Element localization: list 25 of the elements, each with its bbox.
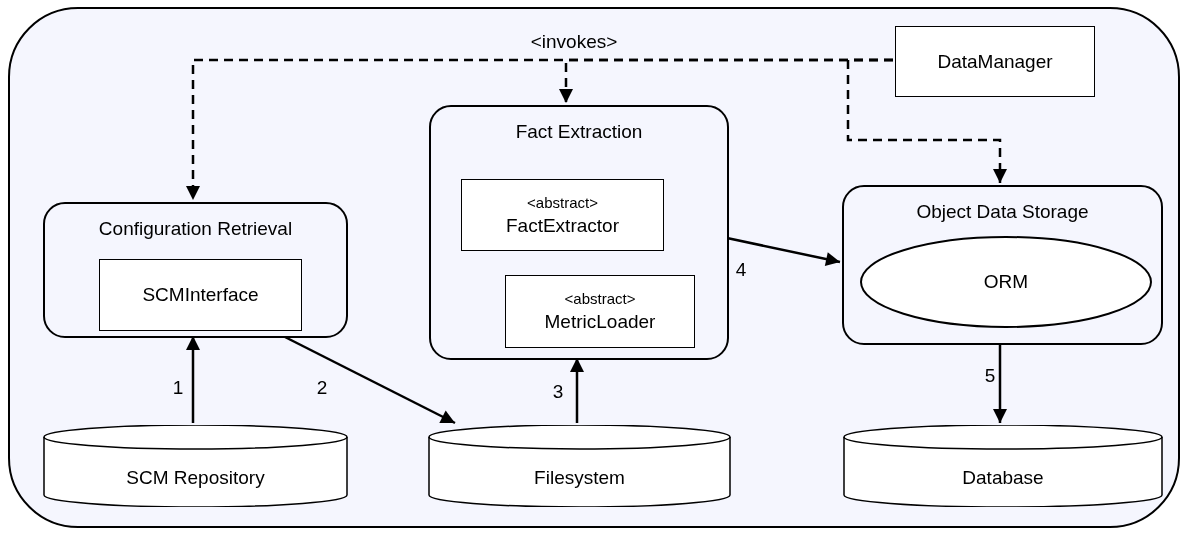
storage-label: Filesystem (534, 467, 625, 489)
dashed-arrow (846, 58, 1007, 183)
class-name: DataManager (937, 50, 1053, 73)
component-title: Fact Extraction (514, 121, 644, 143)
arrow (569, 357, 584, 423)
storage-label: Database (962, 467, 1044, 489)
class-box (895, 26, 1095, 97)
class-name: FactExtractor (506, 214, 619, 237)
component-box (429, 105, 729, 360)
component-title: Configuration Retrieval (97, 218, 294, 240)
component-box (43, 202, 348, 338)
arrow (185, 335, 200, 423)
stereotype-label: <abstract> (527, 193, 598, 211)
stereotype-label: <abstract> (564, 290, 636, 307)
component-label: ORM (983, 271, 1029, 293)
class-name: SCMInterface (142, 284, 259, 306)
class-box (461, 179, 664, 251)
diagram-frame (8, 7, 1180, 528)
class-box (505, 275, 695, 348)
component-title: Object Data Storage (915, 201, 1090, 223)
arrow (992, 342, 1007, 423)
class-box (99, 259, 302, 331)
class-name: MetricLoader (544, 311, 656, 333)
storage-label: SCM Repository (126, 467, 265, 489)
component-box (842, 185, 1163, 345)
